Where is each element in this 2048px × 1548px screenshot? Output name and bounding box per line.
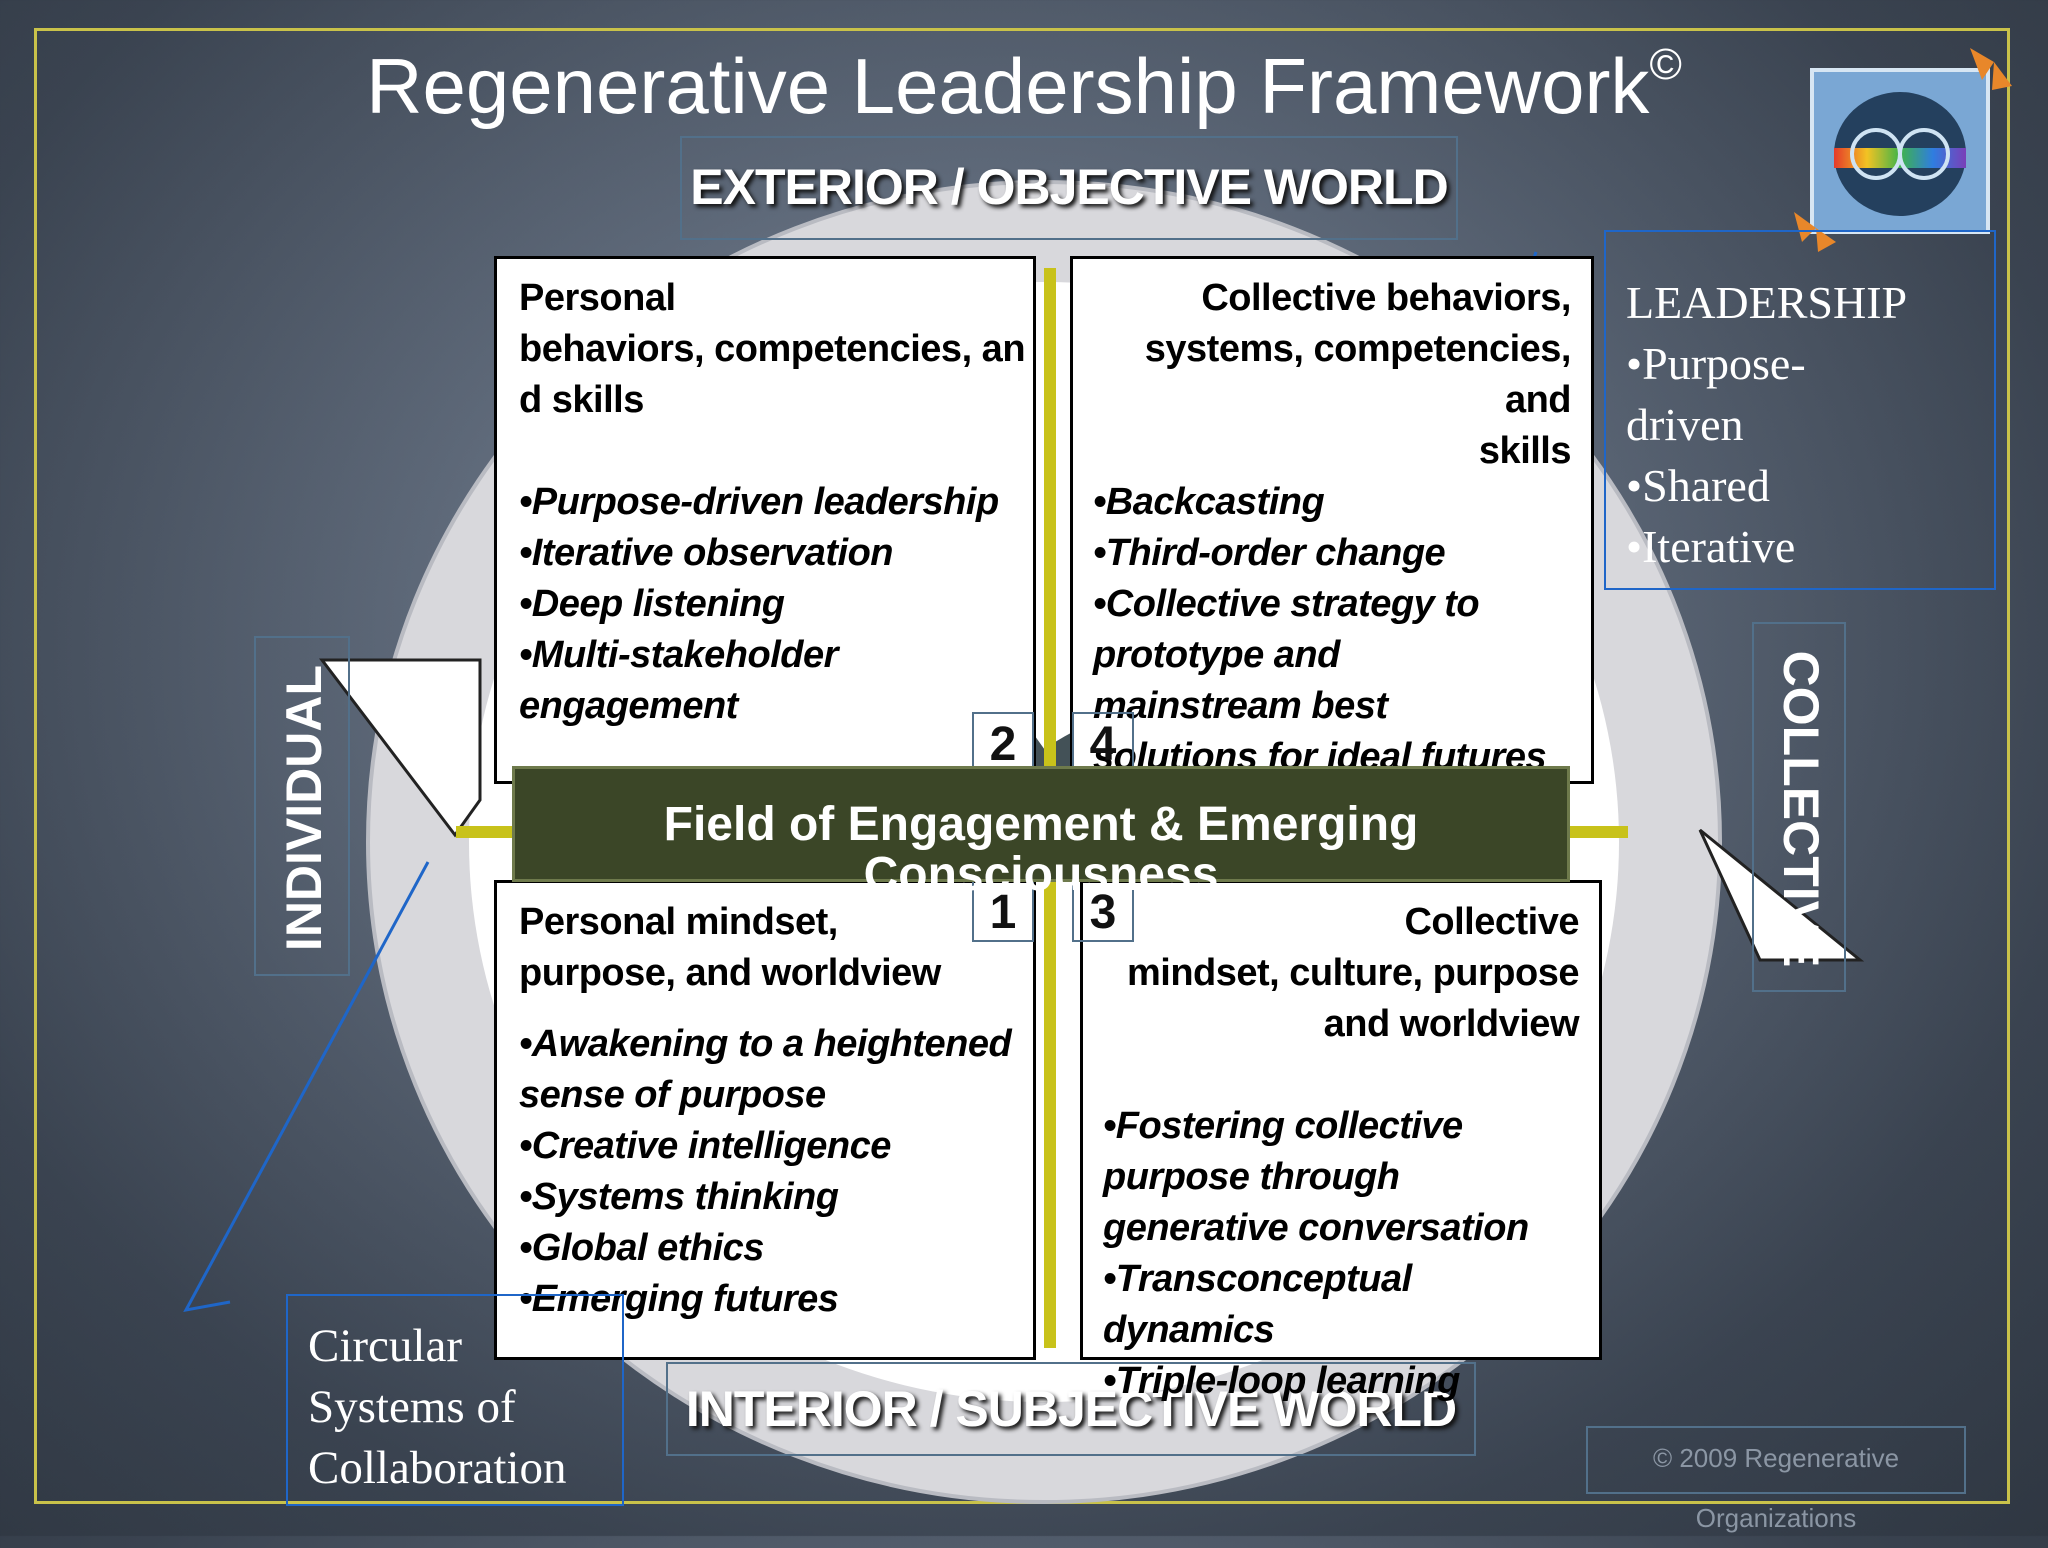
- list-item: •Shared: [1626, 460, 1770, 511]
- quadrant-heading: and worldview: [1323, 1003, 1580, 1045]
- circular-systems-label: Circular Systems of Collaboration: [308, 1320, 567, 1494]
- quadrant-4-box: Collective behaviors, systems, competenc…: [1070, 256, 1594, 829]
- quadrant-number-1: 1: [972, 880, 1034, 942]
- quadrant-3-box: Collective mindset, culture, purpose and…: [1080, 880, 1602, 1402]
- quadrant-heading: skills: [1478, 430, 1572, 472]
- quadrant-number-2: 2: [972, 712, 1034, 774]
- quadrant-2-box: Personal behaviors, competencies, an d s…: [494, 256, 1036, 784]
- exterior-label: EXTERIOR / OBJECTIVE WORLD: [680, 136, 1458, 240]
- quadrant-heading: mindset, culture, purpose: [1126, 952, 1580, 994]
- quadrant-number-4: 4: [1072, 712, 1134, 774]
- list-item: •Fostering collective purpose through ge…: [1103, 1105, 1529, 1249]
- quadrant-number-3: 3: [1072, 880, 1134, 942]
- list-item: •Third-order change: [1093, 532, 1446, 574]
- logo-icon: [1810, 68, 1990, 234]
- quadrant-heading: Personal: [519, 277, 676, 319]
- left-arrow-head: [318, 658, 482, 838]
- right-arrow-head: [1698, 828, 1865, 962]
- list-item: •Iterative observation: [519, 532, 894, 574]
- page-title: Regenerative Leadership Framework©: [366, 40, 1682, 130]
- list-item: •Creative intelligence: [519, 1125, 891, 1167]
- list-item: •Systems thinking: [519, 1176, 839, 1218]
- leadership-callout: LEADERSHIP •Purpose-driven •Shared •Iter…: [1604, 230, 1996, 590]
- collective-label: COLLECTIVE: [1752, 622, 1846, 992]
- quadrant-1-box: Personal mindset, purpose, and worldview…: [494, 880, 1036, 1360]
- butterfly-icon: [1970, 48, 2012, 90]
- butterfly-icon-small: [1794, 212, 1836, 252]
- list-item: •Awakening to a heightened sense of purp…: [519, 1023, 1012, 1116]
- list-item: •Backcasting: [1093, 481, 1325, 523]
- field-banner: [512, 766, 1570, 882]
- list-item: •Deep listening: [519, 583, 785, 625]
- field-banner-label: Field of Engagement & Emerging Conscious…: [663, 798, 1419, 901]
- quadrant-heading: d skills: [519, 379, 644, 421]
- list-item: •Global ethics: [519, 1227, 764, 1269]
- list-item: •Purpose-driven leadership: [519, 481, 999, 523]
- circular-systems-callout: Circular Systems of Collaboration: [286, 1294, 624, 1506]
- quadrant-heading: Collective: [1404, 901, 1579, 943]
- quadrant-heading: systems, competencies, and: [1144, 328, 1572, 421]
- quadrant-heading: Collective behaviors,: [1201, 277, 1571, 319]
- individual-label: INDIVIDUAL: [254, 636, 350, 976]
- list-item: •Purpose-driven: [1626, 338, 1806, 450]
- list-item: •Triple-loop learning: [1103, 1360, 1460, 1402]
- quadrant-heading: behaviors, competencies, an: [519, 328, 1026, 370]
- list-item: •Emerging futures: [519, 1278, 839, 1320]
- copyright-notice: © 2009 Regenerative Organizations: [1586, 1426, 1966, 1533]
- leadership-heading: LEADERSHIP: [1626, 277, 1908, 328]
- list-item: •Iterative: [1626, 521, 1796, 572]
- list-item: •Multi-stakeholder engagement: [519, 634, 838, 727]
- interior-label: INTERIOR / SUBJECTIVE WORLD: [666, 1362, 1476, 1456]
- circular-callout-line: [183, 861, 430, 1313]
- quadrant-heading: Personal mindset,: [519, 901, 838, 943]
- list-item: •Transconceptual dynamics: [1103, 1258, 1412, 1351]
- quadrant-heading: purpose, and worldview: [519, 952, 941, 994]
